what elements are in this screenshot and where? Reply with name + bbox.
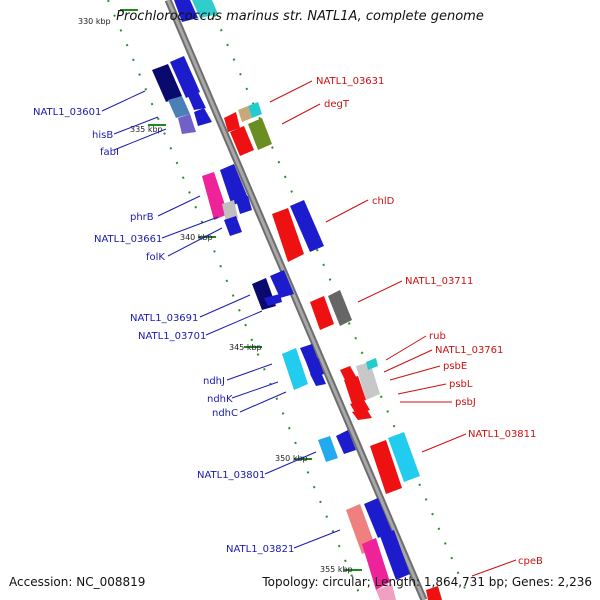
gene-NATL1_03601[interactable] <box>152 56 200 102</box>
gene-NATL1_03701[interactable] <box>264 294 282 306</box>
gene-chlD[interactable] <box>272 200 324 262</box>
gene-label[interactable]: chlD <box>372 196 395 207</box>
right-leader-lines <box>269 80 517 577</box>
minus-strand-genes <box>152 0 410 600</box>
tick-label: 340 kbp <box>180 233 213 242</box>
gene-degT[interactable] <box>230 118 272 156</box>
gene-fabI[interactable] <box>178 108 212 134</box>
gene-label[interactable]: fabI <box>100 147 119 158</box>
gene-hisB[interactable] <box>168 92 206 118</box>
tick-label: 345 kbp <box>229 343 262 352</box>
gene-psbE[interactable] <box>344 376 366 404</box>
gene-NATL1_03811[interactable] <box>370 432 420 494</box>
gene-label[interactable]: ndhK <box>207 394 233 405</box>
gene-psbJ[interactable] <box>352 408 372 420</box>
tick-label: 330 kbp <box>78 17 111 26</box>
gene-ndhJ[interactable] <box>282 344 318 390</box>
gene-label[interactable]: NATL1_03691 <box>130 313 198 324</box>
accession-text: Accession: NC_008819 <box>9 575 146 589</box>
gene-label[interactable]: ndhC <box>212 408 238 419</box>
gene-NATL1_03801[interactable] <box>318 430 356 462</box>
gene-folK[interactable] <box>224 216 242 236</box>
gene-label[interactable]: NATL1_03801 <box>197 470 265 481</box>
tick-label: 355 kbp <box>320 565 353 574</box>
gene-phrB[interactable] <box>202 164 248 220</box>
left-leader-lines <box>101 90 341 549</box>
right-gene-labels: NATL1_03631 degT chlD NATL1_03711 rub NA… <box>316 76 543 567</box>
gene-label[interactable]: NATL1_03711 <box>405 276 473 287</box>
gene-label[interactable]: psbL <box>449 379 473 390</box>
gene-label[interactable]: NATL1_03821 <box>226 544 294 555</box>
gene-label[interactable]: NATL1_03811 <box>468 429 536 440</box>
tick-marks <box>120 9 362 571</box>
gene-NATL1_03711[interactable] <box>310 290 352 330</box>
gene-label[interactable]: NATL1_03761 <box>435 345 503 356</box>
gene-label[interactable]: degT <box>324 99 350 110</box>
genome-summary-text: Topology: circular; Length: 1,864,731 bp… <box>262 575 592 589</box>
gene-NATL1_03761[interactable] <box>356 358 380 400</box>
gene-label[interactable]: psbJ <box>455 397 476 408</box>
outer-guide-track <box>207 0 471 600</box>
tick-label: 350 kbp <box>275 454 308 463</box>
gene-NATL1_03631[interactable] <box>224 102 262 132</box>
plus-strand-genes <box>224 102 442 600</box>
gene-label[interactable]: NATL1_03601 <box>33 107 101 118</box>
gene-label[interactable]: NATL1_03661 <box>94 234 162 245</box>
gene-label[interactable]: cpeB <box>518 556 543 567</box>
gene-NATL1_03661[interactable] <box>222 196 252 222</box>
tick-labels: 330 kbp 335 kbp 340 kbp 345 kbp 350 kbp … <box>78 17 353 574</box>
gene-ndhC[interactable] <box>310 370 326 386</box>
guide-tracks <box>107 0 471 600</box>
map-title: Prochlorococcus marinus str. NATL1A, com… <box>116 9 484 24</box>
gene-label[interactable]: phrB <box>130 212 154 223</box>
gene-cpeB[interactable] <box>426 586 442 600</box>
gene-top-left[interactable] <box>174 0 218 22</box>
gene-label[interactable]: psbE <box>443 361 467 372</box>
left-gene-labels: NATL1_03601 hisB fabI phrB NATL1_03661 f… <box>33 107 294 555</box>
gene-label[interactable]: ndhJ <box>203 376 225 387</box>
genome-backbone-highlight <box>166 0 426 600</box>
gene-NATL1_03821[interactable] <box>346 498 410 600</box>
gene-label[interactable]: NATL1_03631 <box>316 76 384 87</box>
gene-label[interactable]: NATL1_03701 <box>138 331 206 342</box>
gene-label[interactable]: folK <box>146 252 165 263</box>
tick-label: 335 kbp <box>130 125 163 134</box>
gene-label[interactable]: hisB <box>92 130 113 141</box>
gene-label[interactable]: rub <box>429 331 446 342</box>
